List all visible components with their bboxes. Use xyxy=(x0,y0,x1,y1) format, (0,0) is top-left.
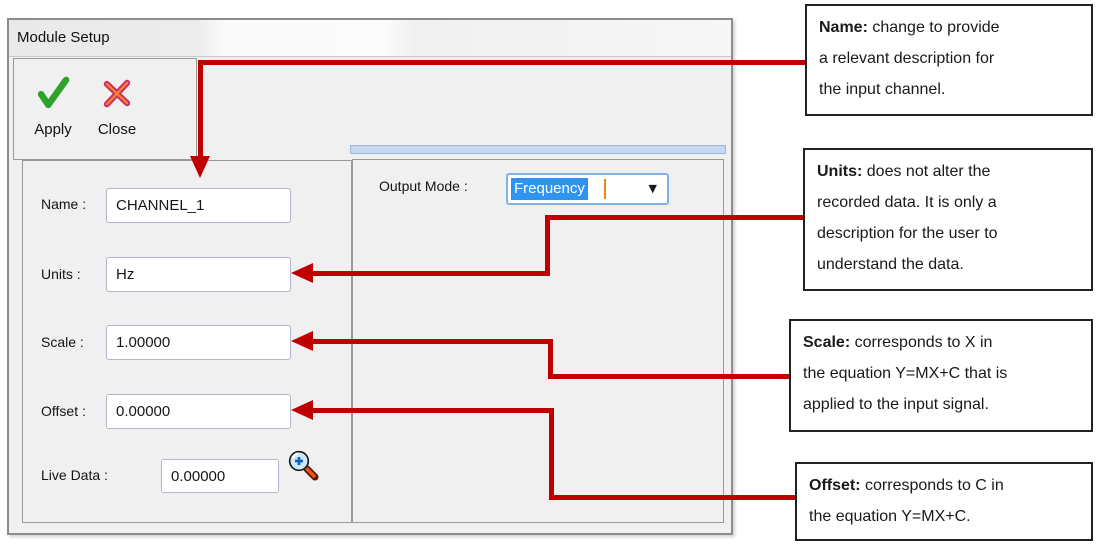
callout-term: Scale: xyxy=(803,334,851,351)
units-input[interactable] xyxy=(106,257,291,292)
toolbar: Apply Close xyxy=(13,58,197,160)
callout-description: change to provide a relevant description… xyxy=(819,19,1000,98)
live-data-field-label: Live Data : xyxy=(41,467,108,483)
output-mode-dropdown[interactable]: Frequency ▼ xyxy=(506,173,669,205)
offset-callout: Offset: corresponds to C in the equation… xyxy=(795,462,1093,541)
scale-field-label: Scale : xyxy=(41,334,84,350)
callout-description: corresponds to X in the equation Y=MX+C … xyxy=(803,334,1008,413)
name-input[interactable] xyxy=(106,188,291,223)
scale-input[interactable] xyxy=(106,325,291,360)
close-button[interactable]: Close xyxy=(88,67,146,153)
x-icon xyxy=(99,67,135,119)
magnifier-zoom-icon xyxy=(285,450,319,485)
callout-description: does not alter the recorded data. It is … xyxy=(817,163,998,273)
name-callout: Name: change to provide a relevant descr… xyxy=(805,4,1093,116)
text-caret xyxy=(604,179,606,199)
callout-term: Name: xyxy=(819,19,868,36)
callout-term: Offset: xyxy=(809,477,861,494)
apply-button[interactable]: Apply xyxy=(24,67,82,153)
title-bar[interactable]: Module Setup xyxy=(9,20,731,57)
callout-description: corresponds to C in the equation Y=MX+C. xyxy=(809,477,1004,525)
offset-input[interactable] xyxy=(106,394,291,429)
scale-callout: Scale: corresponds to X in the equation … xyxy=(789,319,1093,432)
apply-button-label: Apply xyxy=(34,121,72,138)
units-callout: Units: does not alter the recorded data.… xyxy=(803,148,1093,291)
name-field-label: Name : xyxy=(41,196,87,212)
chevron-down-icon: ▼ xyxy=(648,182,657,195)
window-title: Module Setup xyxy=(17,29,110,46)
output-mode-label: Output Mode : xyxy=(379,178,468,194)
units-field-label: Units : xyxy=(41,266,81,282)
offset-field-label: Offset : xyxy=(41,403,86,419)
check-icon xyxy=(34,67,72,119)
close-button-label: Close xyxy=(97,121,137,138)
callout-term: Units: xyxy=(817,163,863,180)
module-setup-window: Module Setup Apply Close xyxy=(7,18,733,535)
live-data-zoom-button[interactable] xyxy=(285,448,319,482)
output-mode-selected-value: Frequency xyxy=(511,178,588,200)
live-data-input[interactable] xyxy=(161,459,279,493)
panel-header-strip xyxy=(350,145,726,154)
